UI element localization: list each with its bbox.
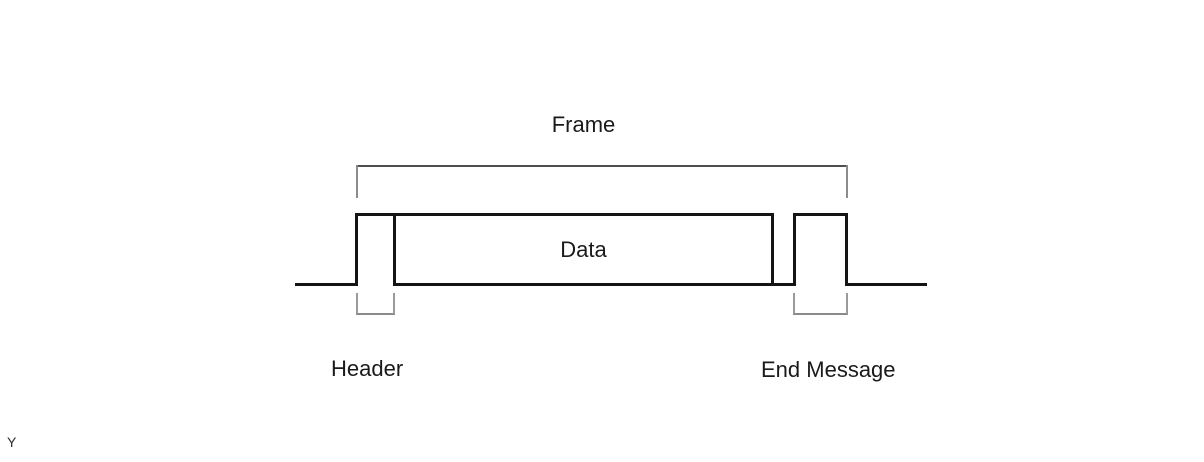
frame-bracket-left-tick — [356, 165, 358, 198]
corner-y-mark: Y — [7, 434, 17, 450]
header-underbracket — [356, 293, 395, 315]
header-pulse-top — [355, 213, 397, 216]
baseline-left-segment — [295, 283, 357, 286]
end-pulse-falling-edge — [845, 213, 848, 286]
data-label: Data — [560, 236, 607, 262]
baseline-right-segment — [845, 283, 927, 286]
header-pulse-rising-edge — [355, 213, 358, 286]
frame-label: Frame — [551, 112, 616, 137]
data-box: Data — [393, 213, 774, 286]
end-message-label: End Message — [761, 357, 896, 382]
end-message-underbracket — [793, 293, 848, 315]
end-pulse-top — [793, 213, 848, 216]
header-label: Header — [331, 356, 404, 381]
baseline-mid-segment — [771, 283, 796, 286]
end-pulse-rising-edge — [793, 213, 796, 286]
frame-bracket-right-tick — [846, 165, 848, 198]
frame-bracket-line — [356, 165, 848, 167]
